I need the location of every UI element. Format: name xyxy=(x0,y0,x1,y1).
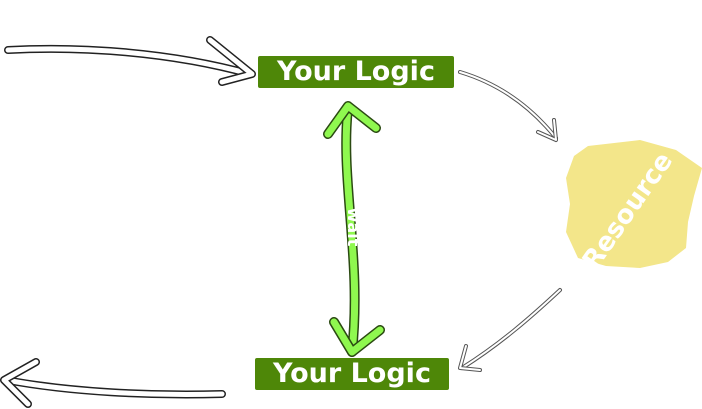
your-logic-label-bottom: Your Logic xyxy=(273,358,431,389)
your-logic-box-top: Your Logic xyxy=(258,56,454,88)
your-logic-box-bottom: Your Logic xyxy=(255,358,449,390)
wait-link-label: wait xyxy=(344,207,363,247)
resource-blob xyxy=(566,140,702,268)
wait-link-arrow xyxy=(323,101,385,357)
from-resource-arrow xyxy=(458,288,562,372)
incoming-arrow xyxy=(4,36,256,86)
to-resource-arrow xyxy=(458,70,558,142)
your-logic-label-top: Your Logic xyxy=(277,56,435,87)
outgoing-arrow xyxy=(0,358,226,408)
